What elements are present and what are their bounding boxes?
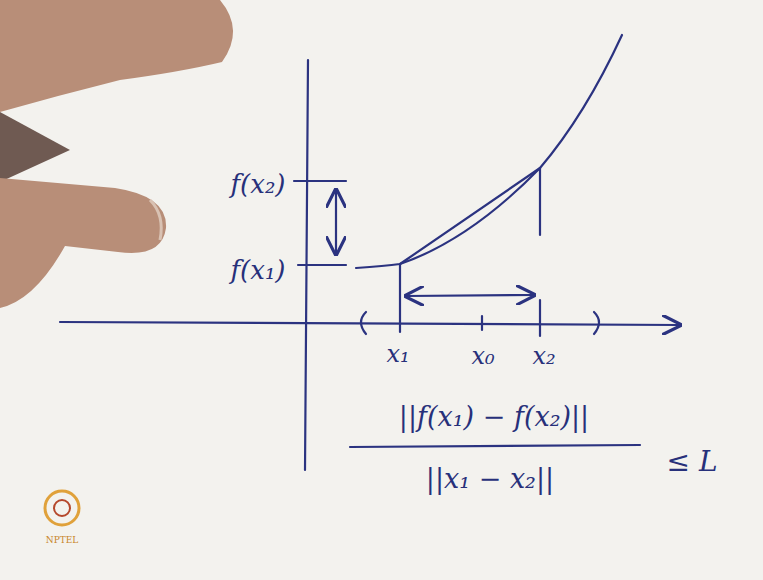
formula-text: ≤ L (667, 448, 718, 476)
hand (0, 0, 233, 308)
logo-text: NPTEL (46, 536, 78, 545)
axis-label: x₂ (532, 344, 555, 368)
axes (60, 35, 680, 470)
axis-label: x₀ (471, 344, 494, 368)
formula-text: ||x₁ − x₂|| (426, 465, 554, 492)
axis-label: x₁ (386, 342, 409, 366)
nptel-logo (45, 491, 79, 525)
axis-label: f(x₁) (231, 257, 286, 283)
formula-text: ||f(x₁) − f(x₂)|| (399, 403, 589, 430)
axis-label: f(x₂) (231, 171, 286, 197)
